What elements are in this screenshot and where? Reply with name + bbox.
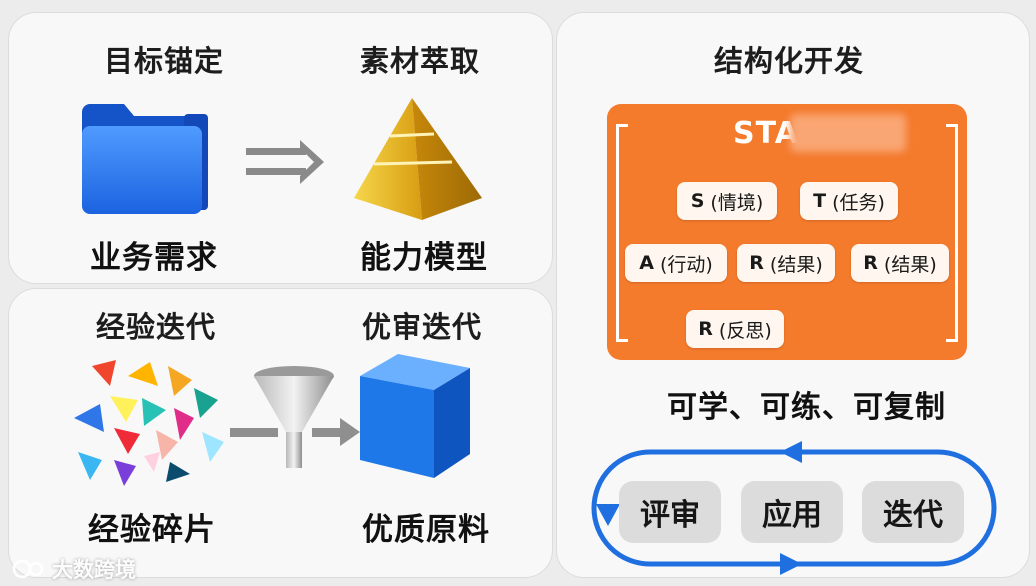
- chip-action: A(行动): [625, 244, 727, 282]
- sta-framework-box: [607, 104, 967, 360]
- right-bracket: [946, 124, 958, 342]
- loop-step-iterate: 迭代: [862, 481, 964, 543]
- loop-step-apply: 应用: [741, 481, 843, 543]
- business-need-caption: 业务需求: [90, 240, 218, 276]
- pyramid-icon: [354, 98, 482, 220]
- cube-icon: [360, 354, 470, 478]
- source-heading: 素材萃取: [360, 44, 481, 78]
- chip-result-1: R(结果): [737, 244, 835, 282]
- obscured-title-text: [790, 114, 906, 152]
- double-arrow-icon: [246, 140, 324, 184]
- experience-fragments-caption: 经验碎片: [88, 512, 216, 548]
- loop-step-review: 评审: [619, 481, 721, 543]
- folder-icon: [82, 104, 208, 214]
- loop-arrow-icon: [591, 441, 997, 575]
- chip-reflection: R(反思): [686, 310, 784, 348]
- structured-dev-heading: 结构化开发: [714, 44, 865, 78]
- watermark-logo-icon: [12, 559, 44, 579]
- capability-model-caption: 能力模型: [360, 240, 488, 276]
- chip-result-2: R(结果): [851, 244, 949, 282]
- experience-iteration-heading: 经验迭代: [96, 310, 217, 344]
- tagline: 可学、可练、可复制: [667, 390, 946, 425]
- shards-icon: [74, 360, 224, 486]
- review-iteration-heading: 优审迭代: [362, 310, 483, 344]
- watermark: 大数跨境: [12, 554, 136, 584]
- sta-title: STA: [733, 116, 799, 151]
- goal-heading: 目标锚定: [104, 44, 225, 78]
- chip-situation: S(情境): [677, 182, 777, 220]
- funnel-icon: [230, 366, 360, 468]
- chip-task: T(任务): [800, 182, 898, 220]
- left-bracket: [616, 124, 628, 342]
- quality-material-caption: 优质原料: [362, 512, 490, 548]
